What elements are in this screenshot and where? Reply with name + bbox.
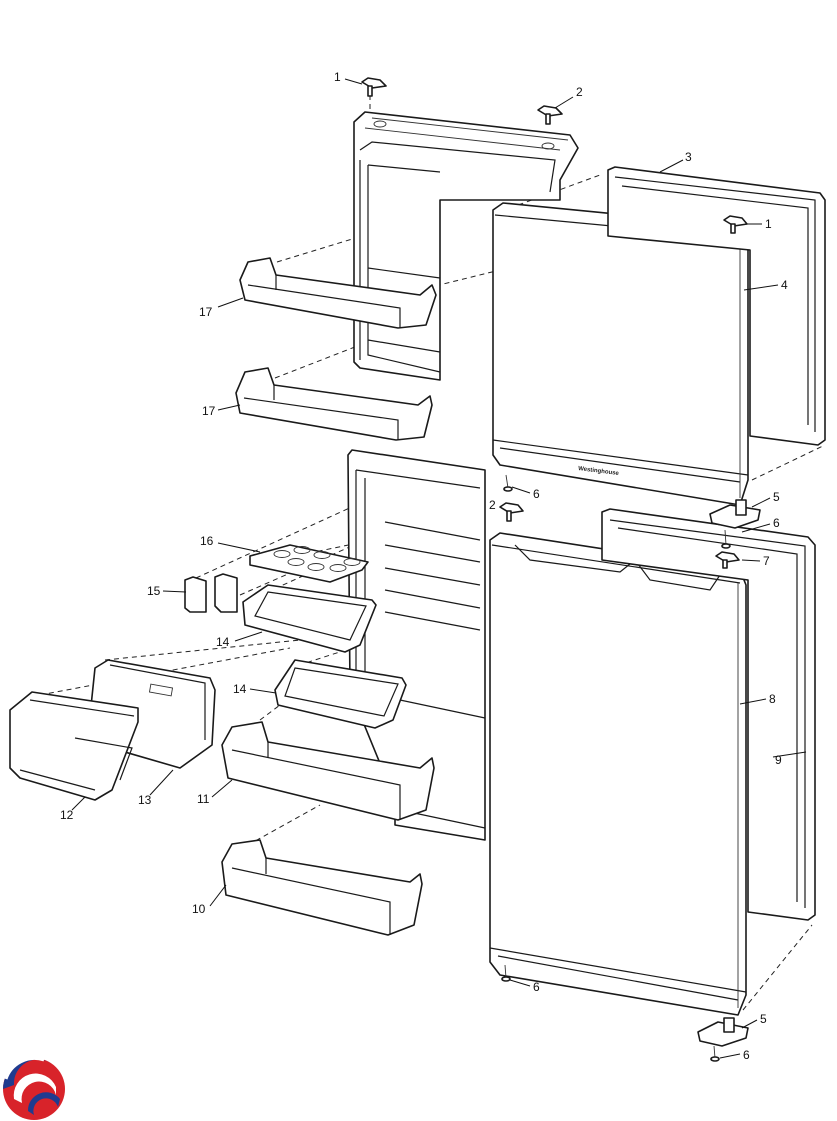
fridge-door [489,532,747,1016]
dairy-tray-lower [274,659,407,729]
callout-12-crisper: 12 [60,808,74,822]
egg-tray [249,544,369,583]
freezer-door: Westinghouse [492,202,749,506]
fridge-door-shelf-bottle [221,839,423,936]
hinge-bracket-5-middle [709,499,761,529]
hinge-pin-2-middle [499,502,524,522]
company-logo-icon [3,1056,65,1120]
dairy-tray-upper [242,584,377,653]
callout-2-top-pin: 2 [576,85,583,99]
freezer-door-gasket [607,166,826,446]
callout-2-middle-pin: 2 [489,498,496,512]
callout-labels: 1 2 3 1 4 17 17 6 2 5 6 7 16 15 14 14 8 … [60,70,788,1062]
freezer-door-shelf-lower [235,367,433,441]
callout-11-door-shelf: 11 [197,792,210,806]
callout-14-upper-tray: 14 [216,635,230,649]
freezer-door-shelf-upper [239,257,437,329]
callout-14-lower-tray: 14 [233,682,247,696]
leader-lines [71,78,807,1059]
callout-1-door-pin: 1 [765,217,772,231]
shelf-clips [184,573,238,613]
callout-1-top-pin: 1 [334,70,341,84]
fridge-door-gasket [601,508,816,921]
callout-6-hinge-screw: 6 [743,1048,750,1062]
callout-6-bottom-screw: 6 [533,980,540,994]
callout-17-upper-shelf: 17 [199,305,213,319]
callout-17-lower-shelf: 17 [202,404,216,418]
hinge-bracket-5-bottom [697,1017,749,1047]
hinge-pin-2-top [537,105,563,125]
callout-3-freezer-gasket: 3 [685,150,692,164]
callout-6-screw: 6 [533,487,540,501]
crisper-drawer [9,691,139,801]
callout-16-egg-tray: 16 [200,534,214,548]
hinge-pin-7 [715,551,740,569]
hinge-pin-1-top [361,77,387,97]
fridge-door-shelf-middle [221,721,435,821]
screws-6 [501,474,731,1062]
callout-7-pin: 7 [763,554,770,568]
callout-9-fridge-gasket: 9 [775,753,782,767]
callout-13-crisper-cover: 13 [138,793,152,807]
callout-15-clips: 15 [147,584,161,598]
brand-label: Westinghouse [578,466,620,477]
callout-8-fridge-door: 8 [769,692,776,706]
callout-6-middle-screw: 6 [773,516,780,530]
callout-5-middle-hinge: 5 [773,490,780,504]
hinge-pin-1-door [723,215,748,234]
callout-5-bottom-hinge: 5 [760,1012,767,1026]
callout-4-freezer-door: 4 [781,278,788,292]
callout-10-bottle-shelf: 10 [192,902,206,916]
